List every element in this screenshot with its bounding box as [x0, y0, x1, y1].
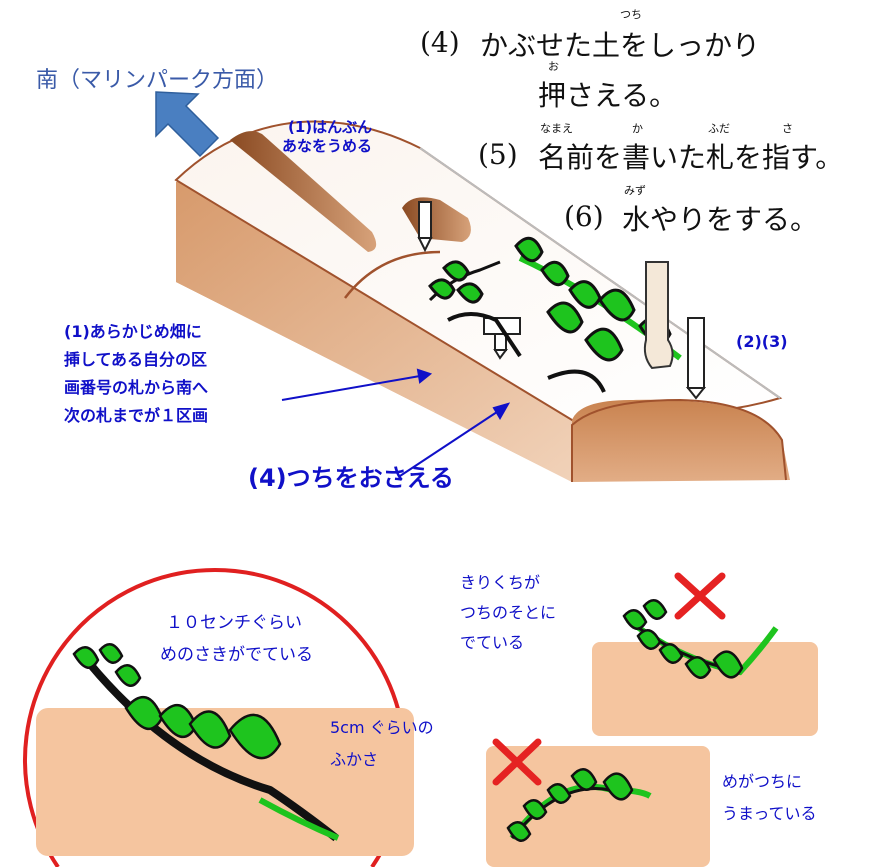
step-5-text: 名前を書いた札を指す。	[538, 141, 844, 174]
depth-line1: 5cm ぐらいの	[330, 718, 434, 737]
step-2-3-label: (2)(3)	[736, 332, 788, 351]
ruby-namae: なまえ	[540, 122, 573, 135]
press-soil-label: (4)つちをおさえる	[248, 464, 454, 492]
hole-label-line2: あなをうめる	[282, 137, 373, 155]
direction-label: 南（マリンパーク方面）	[36, 68, 279, 93]
step-4-text-line2: 押さえる。	[538, 79, 678, 112]
arrow-up-left-icon	[155, 91, 220, 158]
wrong-note-line: でている	[460, 633, 525, 652]
annotation-arrows	[281, 368, 511, 477]
plot-note-line: 挿してある自分の区	[64, 350, 208, 369]
plot-note-line: (1)あらかじめ畑に	[64, 322, 202, 341]
hand-icon	[643, 261, 674, 370]
ruby-ka: か	[632, 122, 643, 135]
wrong-note-line: きりくちが	[460, 573, 541, 592]
depth-line2: ふかさ	[330, 750, 379, 769]
correct-example-line1: １０センチぐらい	[166, 613, 302, 633]
plot-note: (1)あらかじめ畑に 挿してある自分の区 画番号の札から南へ 次の札までが１区画	[64, 318, 208, 430]
name-tag-icon	[685, 317, 707, 400]
wrong-example-2-note: めがつちに うまっている	[722, 766, 817, 830]
ruby-o: お	[548, 60, 559, 73]
ruby-mizu: みず	[624, 184, 646, 197]
step-6-number: (6)	[564, 200, 604, 233]
red-x-icon	[674, 572, 726, 620]
ruby-fuda: ふだ	[708, 122, 730, 135]
correct-example-planting	[36, 643, 414, 856]
step-4-number: (4)	[420, 26, 460, 59]
wrong-example-bud-buried	[486, 738, 710, 867]
ruby-sa: さ	[782, 122, 793, 135]
step-6-text: 水やりをする。	[622, 203, 819, 236]
correct-example-line2: めのさきがでている	[160, 645, 313, 665]
wrong-note-line: うまっている	[722, 804, 817, 823]
red-x-icon	[492, 738, 542, 786]
plot-note-line: 画番号の札から南へ	[64, 378, 209, 397]
step-4-text: かぶせた土をしっかり	[480, 29, 761, 62]
wrong-example-1-note: きりくちが つちのそとに でている	[460, 568, 556, 658]
plot-note-line: 次の札までが１区画	[64, 406, 209, 425]
wrong-example-cut-end-exposed	[592, 572, 818, 736]
wrong-note-line: めがつちに	[722, 772, 803, 791]
name-tag-icon	[417, 201, 433, 253]
wrong-note-line: つちのそとに	[460, 603, 557, 622]
step-5-number: (5)	[478, 138, 518, 171]
ruby-tsuchi: つち	[620, 8, 642, 21]
hole-label-line1: (1)はんぶん	[288, 118, 373, 136]
